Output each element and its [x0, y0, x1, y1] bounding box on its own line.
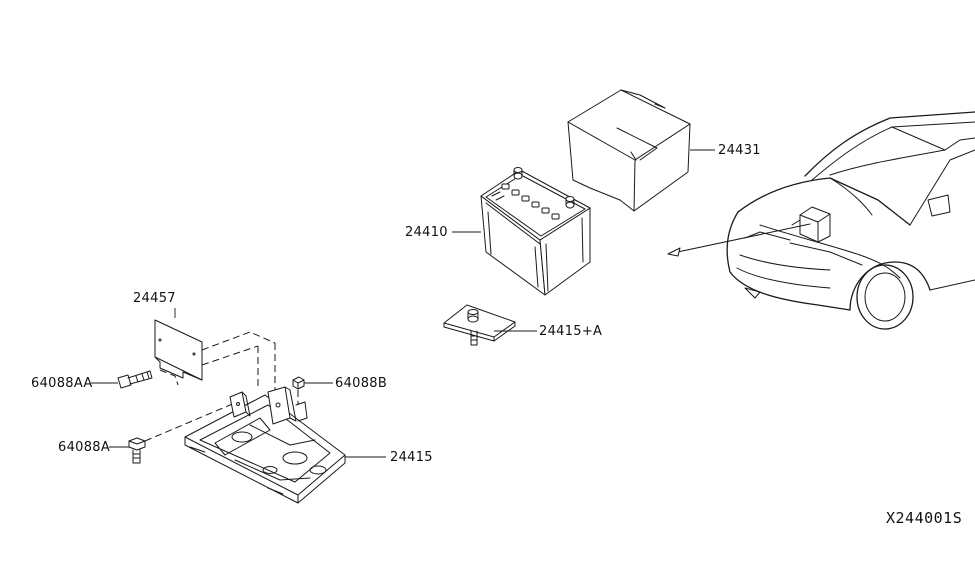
nut-b-drawing [292, 376, 333, 405]
label-battery-cover: 24431 [718, 143, 761, 158]
vehicle-front-drawing [667, 111, 975, 330]
plate-drawing [154, 308, 276, 395]
hold-bracket-drawing [443, 304, 537, 346]
label-bolt-aa: 64088AA [31, 376, 93, 391]
label-battery-tray: 24415 [390, 450, 433, 465]
battery-drawing [452, 167, 591, 296]
diagram-code: X244001S [886, 509, 963, 527]
label-hold-bracket: 24415+A [539, 324, 603, 339]
battery-tray-drawing [184, 386, 386, 504]
label-battery: 24410 [405, 225, 448, 240]
bolt-aa-drawing [91, 370, 153, 389]
battery-cover-drawing [567, 89, 715, 212]
label-nut-b: 64088B [335, 376, 388, 391]
label-bolt-a: 64088A [58, 440, 111, 455]
label-plate: 24457 [133, 291, 176, 306]
